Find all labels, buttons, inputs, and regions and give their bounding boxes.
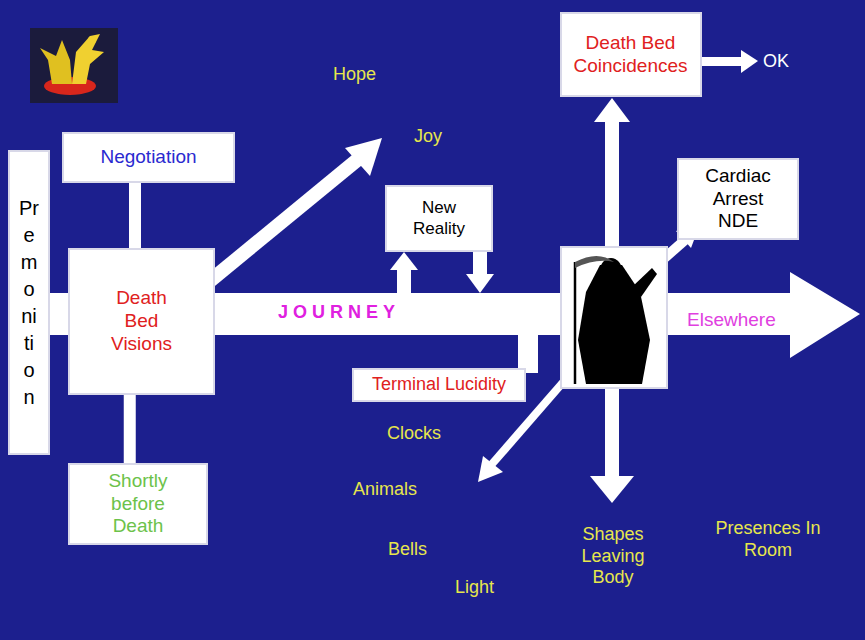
reality-down-shaft — [473, 250, 487, 276]
outcome-label: OK — [763, 51, 789, 73]
node-label: Death Bed Coincidences — [568, 32, 694, 78]
phenomenon-label: Light — [455, 577, 494, 599]
logo-wing-right — [72, 34, 104, 84]
node-label: Cardiac Arrest NDE — [698, 165, 778, 233]
reaper-panel — [561, 247, 667, 388]
logo-ground — [30, 28, 118, 103]
stage-box: Shortly before Death — [68, 463, 208, 545]
grim-reaper — [561, 247, 667, 388]
premonition-column: Premonition — [8, 150, 50, 455]
down-arrow-head — [590, 476, 634, 503]
reaper-hood — [600, 258, 622, 284]
event-box: Death Bed Coincidences — [560, 12, 702, 97]
node-label: Negotiation — [100, 146, 196, 169]
node-label: New Reality — [399, 198, 479, 239]
node-label: Terminal Lucidity — [372, 374, 506, 396]
downleft-arrow-head — [478, 456, 503, 482]
phenomenon-label: Clocks — [387, 423, 441, 445]
node-label: Shortly before Death — [102, 470, 174, 538]
stage-box: Terminal Lucidity — [352, 368, 526, 402]
down-arrow-shaft — [605, 386, 619, 478]
phenomenon-label: Animals — [353, 479, 417, 501]
phenomenon-label: Shapes Leaving Body — [565, 524, 661, 589]
up-arrow-head — [594, 98, 630, 122]
journey-label: JOURNEY — [278, 302, 400, 324]
logo-head — [88, 36, 96, 44]
up-arrow-shaft — [605, 120, 619, 250]
scythe-handle — [574, 262, 577, 384]
connector-bar — [124, 395, 136, 463]
reality-up-shaft — [397, 268, 411, 295]
reality-down-head — [466, 274, 494, 293]
stage-box: New Reality — [385, 185, 493, 252]
ok-arrow-head — [741, 50, 758, 73]
logo-wing-left — [40, 40, 72, 84]
destination-label: Elsewhere — [687, 309, 776, 332]
hope-arrow-head — [345, 138, 382, 176]
ok-arrow-shaft — [698, 57, 743, 66]
vertical-label: Premonition — [19, 195, 39, 411]
feeling-label: Joy — [414, 126, 442, 148]
node-label: Death Bed Visions — [102, 287, 182, 355]
reaper-arm — [632, 268, 657, 297]
reality-up-head — [390, 252, 418, 270]
phoenix-logo — [30, 28, 118, 103]
connector-bar — [129, 183, 141, 248]
phenomenon-label: Presences In Room — [712, 518, 824, 561]
central-box: Death Bed Visions — [68, 248, 215, 395]
feeling-label: Hope — [333, 64, 376, 86]
event-box: Cardiac Arrest NDE — [677, 158, 799, 240]
phenomenon-label: Bells — [388, 539, 427, 561]
stage-box: Negotiation — [62, 132, 235, 183]
scythe-blade — [575, 256, 614, 268]
